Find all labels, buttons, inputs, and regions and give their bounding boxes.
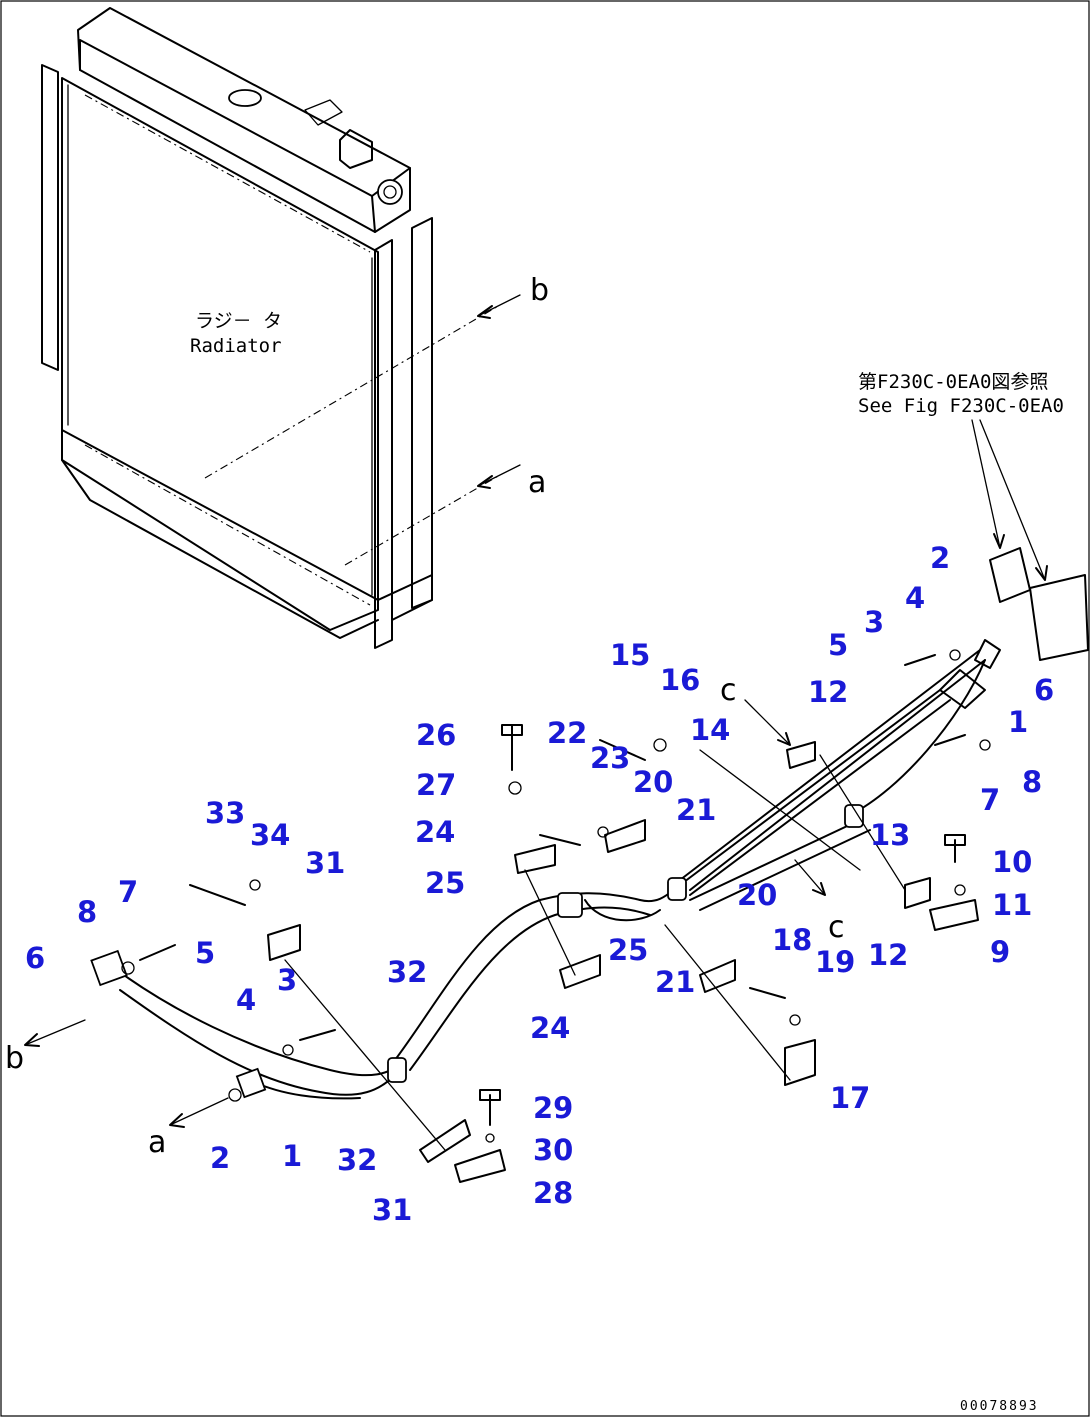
callout-24-lower: 24 bbox=[530, 1011, 570, 1045]
callout-13: 13 bbox=[870, 818, 910, 852]
document-number: 00078893 bbox=[960, 1399, 1039, 1414]
callout-15: 15 bbox=[610, 638, 650, 672]
ref-letter-b-bottom: b bbox=[5, 1041, 24, 1076]
callout-3-upper: 3 bbox=[864, 605, 884, 639]
callout-30: 30 bbox=[533, 1133, 573, 1167]
callout-21-lower: 21 bbox=[655, 965, 695, 999]
callout-6-lower: 6 bbox=[25, 941, 45, 975]
callout-18: 18 bbox=[772, 923, 812, 957]
radiator-label-en: Radiator bbox=[190, 335, 282, 357]
ref-letter-c-top: c bbox=[720, 673, 737, 708]
callout-21-upper: 21 bbox=[676, 793, 716, 827]
callout-22: 22 bbox=[547, 716, 587, 750]
callout-31-upper: 31 bbox=[305, 846, 345, 880]
callout-33: 33 bbox=[205, 796, 245, 830]
callout-1-lower: 1 bbox=[282, 1139, 302, 1173]
callout-5-lower: 5 bbox=[195, 936, 215, 970]
callout-7-upper: 7 bbox=[980, 783, 1000, 817]
callout-17: 17 bbox=[830, 1081, 870, 1115]
ref-letter-a-bottom: a bbox=[148, 1125, 166, 1160]
callout-8-lower: 8 bbox=[77, 895, 97, 929]
callout-2-lower: 2 bbox=[210, 1141, 230, 1175]
callout-10: 10 bbox=[992, 845, 1032, 879]
radiator-label-jp: ラジ－ タ bbox=[195, 310, 282, 332]
ref-letter-b-top: b bbox=[530, 273, 549, 308]
callout-25-lower: 25 bbox=[608, 933, 648, 967]
callout-23: 23 bbox=[590, 741, 630, 775]
callout-32-upper: 32 bbox=[387, 955, 427, 989]
callout-20-lower: 20 bbox=[737, 878, 777, 912]
callout-31-lower: 31 bbox=[372, 1193, 412, 1227]
callout-6-upper: 6 bbox=[1034, 673, 1054, 707]
callout-26: 26 bbox=[416, 718, 456, 752]
callout-4-upper: 4 bbox=[905, 581, 925, 615]
callout-2-upper: 2 bbox=[930, 541, 950, 575]
callout-9: 9 bbox=[990, 935, 1010, 969]
reference-en: See Fig F230C-0EA0 bbox=[858, 395, 1064, 417]
callout-layer: 1 1 2 2 3 3 4 4 5 5 6 6 7 7 8 8 9 10 11 … bbox=[25, 541, 1054, 1227]
callout-28: 28 bbox=[533, 1176, 573, 1210]
callout-3-lower: 3 bbox=[277, 963, 297, 997]
callout-4-lower: 4 bbox=[236, 983, 256, 1017]
callout-24-upper: 24 bbox=[415, 815, 455, 849]
callout-5-upper: 5 bbox=[828, 628, 848, 662]
callout-8-upper: 8 bbox=[1022, 765, 1042, 799]
callout-1-upper: 1 bbox=[1008, 705, 1028, 739]
callout-7-lower: 7 bbox=[118, 875, 138, 909]
callout-14: 14 bbox=[690, 713, 730, 747]
callout-12-lower: 12 bbox=[868, 938, 908, 972]
hose-assembly: a b c c bbox=[5, 639, 1001, 1183]
callout-20-upper: 20 bbox=[633, 765, 673, 799]
reference-note: 第F230C-0EA0図参照 See Fig F230C-0EA0 bbox=[858, 371, 1089, 661]
radiator-drawing: ラジ－ タ Radiator b a bbox=[41, 7, 549, 649]
callout-12-upper: 12 bbox=[808, 675, 848, 709]
callout-32-lower: 32 bbox=[337, 1143, 377, 1177]
ref-letter-c-bottom: c bbox=[828, 910, 845, 945]
ref-letter-a-top: a bbox=[528, 465, 546, 500]
callout-29: 29 bbox=[533, 1091, 573, 1125]
callout-16: 16 bbox=[660, 663, 700, 697]
reference-jp: 第F230C-0EA0図参照 bbox=[858, 371, 1048, 393]
callout-19: 19 bbox=[815, 945, 855, 979]
callout-34: 34 bbox=[250, 818, 290, 852]
callout-27: 27 bbox=[416, 768, 456, 802]
callout-11: 11 bbox=[992, 888, 1032, 922]
callout-25-upper: 25 bbox=[425, 866, 465, 900]
